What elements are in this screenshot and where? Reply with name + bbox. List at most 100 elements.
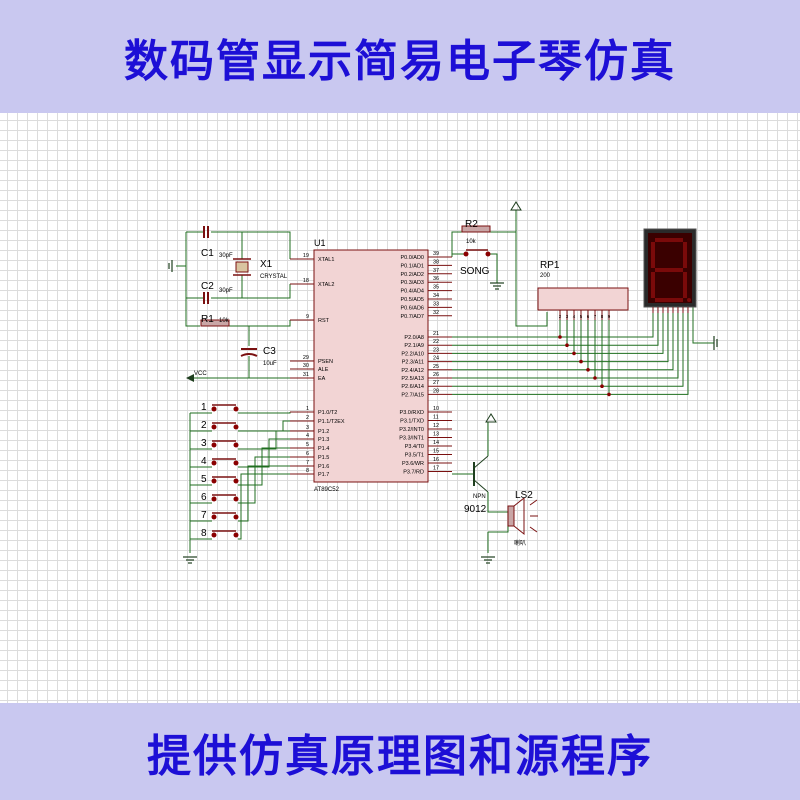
wire-p2-seg xyxy=(452,312,679,379)
mcu-pin-name: PSEN xyxy=(318,359,333,365)
rp1-value: 200 xyxy=(540,273,551,279)
wire-key-p1 xyxy=(238,438,290,468)
seven-seg-segment xyxy=(651,272,655,298)
rp1-pin-num: 6 xyxy=(587,314,590,319)
rp1-pin-num: 2 xyxy=(559,314,562,319)
page-title: 数码管显示简易电子琴仿真 xyxy=(124,35,676,87)
mcu-pin-name: P3.3/INT1 xyxy=(399,436,424,442)
mcu-pin-num: 12 xyxy=(433,423,439,429)
rp1-pack xyxy=(537,287,629,311)
wire-song-left xyxy=(451,231,462,257)
mcu-pin-num: 23 xyxy=(433,347,439,353)
seven-seg-segment xyxy=(683,272,687,298)
mcu-pin-num: 7 xyxy=(306,460,309,466)
wire-p2-seg xyxy=(452,312,669,363)
mcu-pin-num: 35 xyxy=(433,285,439,291)
wire-song-gnd xyxy=(490,253,498,283)
mcu-pin-name: P2.5/A13 xyxy=(401,376,424,382)
key-switch-dot xyxy=(233,460,239,466)
mcu-pin-name: P0.7/AD7 xyxy=(400,314,424,320)
mcu-pin-num: 38 xyxy=(433,259,439,265)
key-switch-dot xyxy=(211,424,217,430)
mcu-pin-num: 28 xyxy=(433,388,439,394)
mcu-pin-num: 11 xyxy=(433,415,439,421)
junction-dot xyxy=(558,335,562,339)
junction-dot xyxy=(586,368,590,372)
mcu-pin-name: ALE xyxy=(318,367,329,373)
key-label-3: 3 xyxy=(201,438,207,449)
r2-ref: R2 xyxy=(465,219,478,230)
ls2-speaker xyxy=(507,505,515,527)
mcu-pin-num: 2 xyxy=(306,415,309,421)
mcu-pin-name: P3.4/T0 xyxy=(405,444,424,450)
subtitle-banner: 提供仿真原理图和源程序 xyxy=(0,703,800,800)
mcu-pin-name: P3.1/TXD xyxy=(400,419,424,425)
key-switch-dot xyxy=(233,406,239,412)
mcu-pin-num: 13 xyxy=(433,432,439,438)
rp1-pin-num: 5 xyxy=(580,314,583,319)
mcu-pin-num: 10 xyxy=(433,406,439,412)
title-banner: 数码管显示简易电子琴仿真 xyxy=(0,0,800,113)
song-switch-dot xyxy=(463,251,469,257)
mcu-pin-name: XTAL2 xyxy=(318,282,334,288)
mcu-pin-num: 31 xyxy=(303,372,309,378)
wire-p2-seg xyxy=(452,312,664,354)
c3-ref: C3 xyxy=(263,346,276,357)
wire-p2-seg xyxy=(452,312,659,346)
key-switch-dot xyxy=(211,406,217,412)
mcu-pin-name: P3.7/RD xyxy=(403,470,424,476)
key-switch-dot xyxy=(233,478,239,484)
q-part: 9012 xyxy=(464,504,487,515)
mcu-pin-num: 32 xyxy=(433,310,439,316)
key-switch-dot xyxy=(211,460,217,466)
key-switch-dot xyxy=(211,496,217,502)
vcc-arrow xyxy=(186,374,194,382)
mcu-pin-name: P2.4/A12 xyxy=(401,368,424,374)
mcu-pin-num: 33 xyxy=(433,301,439,307)
mcu-pin-num: 30 xyxy=(303,363,309,369)
seven-seg-dp xyxy=(687,298,691,302)
wire-p2-seg xyxy=(452,312,689,395)
rp1-pin-num: 4 xyxy=(573,314,576,319)
key-label-4: 4 xyxy=(201,456,207,467)
wire-p2-seg xyxy=(452,312,674,371)
r1-ref: R1 xyxy=(201,314,214,325)
mcu-pin-name: EA xyxy=(318,376,326,382)
mcu-pin-name: P1.5 xyxy=(318,455,329,461)
mcu-pin-name: P0.5/AD5 xyxy=(400,297,424,303)
x1-crystal xyxy=(235,261,249,273)
mcu-pin-name: P2.0/A8 xyxy=(404,335,424,341)
mcu-pin-name: XTAL1 xyxy=(318,257,334,263)
wire-osc-left xyxy=(185,232,200,327)
x1-value: CRYSTAL xyxy=(260,274,288,280)
wire-rp1-common xyxy=(515,232,548,327)
key-switch-dot xyxy=(233,532,239,538)
r1-resistor xyxy=(200,319,230,327)
labels: U1 AT89C52 C1 30pF C2 30pF X1 CRYSTAL R1… xyxy=(194,219,560,547)
mcu-pin-num: 25 xyxy=(433,364,439,370)
mcu-pin-num: 8 xyxy=(306,468,309,474)
key-label-2: 2 xyxy=(201,420,207,431)
junction-dot xyxy=(572,351,576,356)
mcu-pin-name: P0.6/AD6 xyxy=(400,305,424,311)
mcu-pin-name: P3.5/T1 xyxy=(405,453,424,459)
q-emitter xyxy=(473,479,489,493)
c2-value: 30pF xyxy=(219,288,233,294)
key-label-6: 6 xyxy=(201,492,207,503)
mcu-pin-name: P1.2 xyxy=(318,429,329,435)
c2-ref: C2 xyxy=(201,281,214,292)
mcu-pin-name: P0.2/AD2 xyxy=(400,272,424,278)
x1-ref: X1 xyxy=(260,259,273,270)
parts: 19XTAL118XTAL29RST29PSEN30ALE31EA1P1.0/T… xyxy=(168,201,718,564)
vcc-label: VCC xyxy=(194,371,207,377)
u1-part: AT89C52 xyxy=(314,487,340,493)
key-switch-dot xyxy=(211,532,217,538)
r2-resistor xyxy=(461,225,491,233)
mcu-pin-num: 39 xyxy=(433,251,439,257)
key-switch-dot xyxy=(233,424,239,430)
junction-dot xyxy=(593,376,597,380)
wire-key-p1 xyxy=(238,420,290,432)
r2-power-arrow xyxy=(510,201,522,211)
mcu-pin-name: P2.1/A9 xyxy=(404,343,424,349)
